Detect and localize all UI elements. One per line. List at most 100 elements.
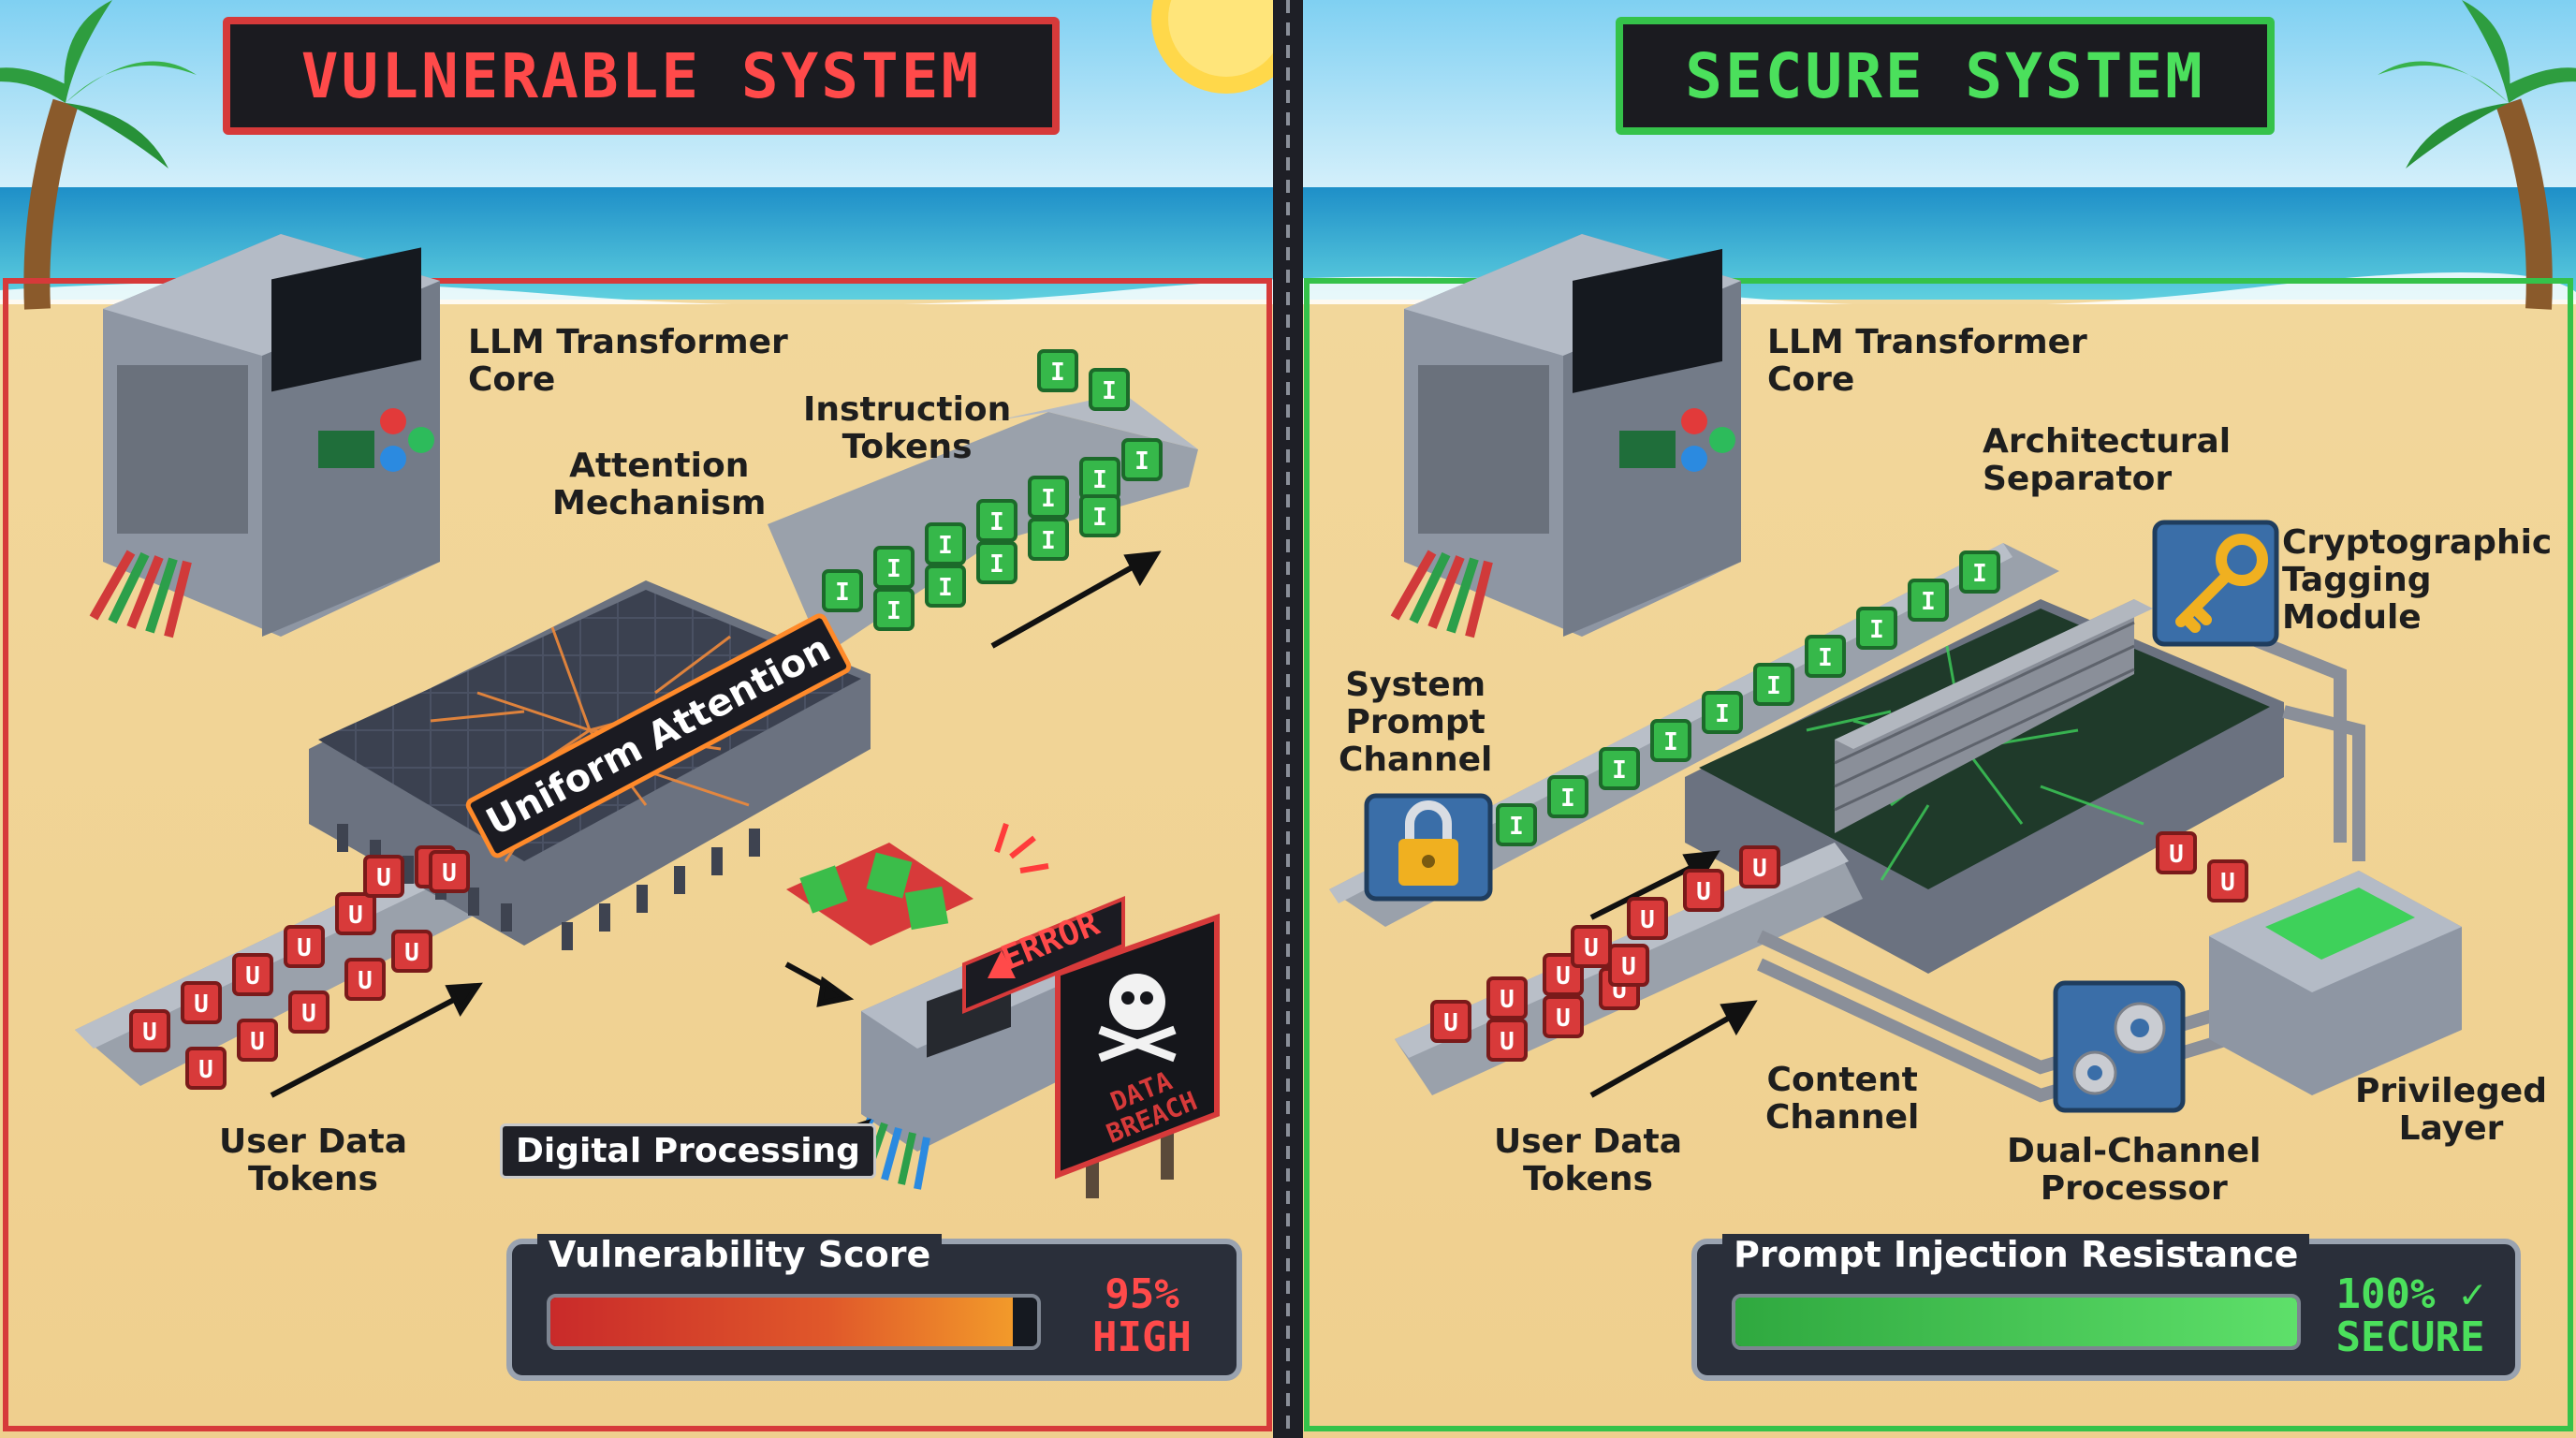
instruction-token: I — [1856, 607, 1897, 650]
instruction-token: I — [1547, 775, 1588, 818]
user-token: U — [344, 958, 386, 1001]
architectural-separator-label: Architectural Separator — [1983, 422, 2232, 498]
resistance-level: SECURE — [2335, 1313, 2485, 1361]
svg-text:I: I — [886, 597, 901, 625]
svg-text:U: U — [2169, 841, 2184, 869]
resistance-percent: 100% ✓ — [2335, 1270, 2485, 1318]
instruction-token: I — [976, 499, 1017, 542]
instruction-token: I — [976, 541, 1017, 584]
dual-channel-processor-label: Dual-Channel Processor — [2007, 1132, 2261, 1208]
user-data-tokens-label: User Data Tokens — [1494, 1123, 1683, 1198]
svg-text:U: U — [1752, 855, 1767, 883]
user-data-tokens-label: User Data Tokens — [219, 1123, 408, 1198]
instruction-token: I — [873, 546, 915, 589]
user-token: U — [429, 850, 470, 893]
svg-text:I: I — [1509, 813, 1524, 841]
vulnerable-system-title: VULNERABLE SYSTEM — [223, 17, 1060, 135]
svg-text:U: U — [1443, 1009, 1458, 1037]
user-token: U — [288, 990, 329, 1034]
lock-icon — [1364, 793, 1493, 902]
instruction-tokens-label: Instruction Tokens — [803, 390, 1012, 466]
svg-text:I: I — [1134, 448, 1149, 476]
sun-icon — [1151, 0, 1301, 94]
arrow-icon — [1589, 850, 1758, 1098]
user-token: U — [1486, 976, 1528, 1020]
svg-text:I: I — [989, 550, 1004, 579]
svg-text:U: U — [442, 859, 457, 888]
prompt-injection-resistance-label: Prompt Injection Resistance — [1722, 1234, 2310, 1275]
palm-tree-icon — [0, 0, 197, 310]
vulnerability-bar — [547, 1294, 1041, 1350]
instruction-token: I — [1037, 349, 1078, 392]
instruction-token: I — [1079, 494, 1120, 537]
svg-text:I: I — [1869, 616, 1884, 644]
vulnerability-score-value: 95% HIGH — [1067, 1273, 1217, 1359]
vulnerability-score-label: Vulnerability Score — [537, 1234, 943, 1275]
svg-text:I: I — [1050, 359, 1065, 387]
user-token: U — [232, 953, 273, 996]
instruction-token: I — [1079, 457, 1120, 500]
svg-text:I: I — [1663, 728, 1678, 756]
svg-text:I: I — [1715, 700, 1730, 728]
user-token: U — [2156, 831, 2197, 874]
svg-text:I: I — [989, 508, 1004, 536]
svg-text:U: U — [198, 1056, 213, 1084]
user-token: U — [185, 1047, 227, 1090]
resistance-score-value: 100% ✓ SECURE — [2312, 1273, 2509, 1359]
svg-text:I: I — [1092, 504, 1107, 532]
instruction-token: I — [822, 569, 863, 612]
svg-text:U: U — [301, 1000, 316, 1028]
svg-text:U: U — [1556, 962, 1571, 990]
warning-icon — [962, 896, 1125, 1014]
cryptographic-tagging-label: Cryptographic Tagging Module — [2282, 523, 2553, 637]
svg-text:U: U — [404, 939, 419, 967]
instruction-token: I — [1959, 550, 2000, 594]
instruction-token: I — [1121, 438, 1163, 481]
svg-text:U: U — [1621, 953, 1636, 981]
instruction-token: I — [1599, 747, 1640, 790]
user-token: U — [1608, 944, 1649, 987]
svg-text:U: U — [1500, 986, 1515, 1014]
server-icon — [89, 234, 440, 638]
svg-text:U: U — [358, 967, 373, 995]
user-token: U — [1430, 1000, 1471, 1043]
svg-text:I: I — [938, 574, 953, 602]
key-icon — [2152, 520, 2279, 647]
svg-text:U: U — [250, 1028, 265, 1056]
user-token: U — [1571, 925, 1612, 968]
user-token: U — [363, 855, 404, 898]
attention-mechanism-label: Attention Mechanism — [552, 447, 767, 522]
svg-text:U: U — [245, 962, 260, 990]
user-token: U — [129, 1009, 170, 1052]
system-prompt-channel-label: System Prompt Channel — [1339, 666, 1493, 779]
instruction-token: I — [1496, 803, 1537, 846]
svg-text:I: I — [835, 579, 850, 607]
svg-text:I: I — [1041, 485, 1056, 513]
svg-text:U: U — [1640, 906, 1655, 934]
user-token: U — [1739, 845, 1780, 888]
svg-text:U: U — [297, 934, 312, 962]
svg-text:I: I — [886, 555, 901, 583]
user-token: U — [2207, 859, 2248, 902]
content-channel-label: Content Channel — [1765, 1061, 1920, 1137]
server-icon — [1390, 234, 1741, 638]
skull-icon — [1098, 974, 1177, 1063]
user-token: U — [1543, 995, 1584, 1038]
svg-text:I: I — [938, 532, 953, 560]
instruction-token: I — [925, 522, 966, 565]
user-token: U — [391, 930, 432, 973]
svg-text:I: I — [1921, 588, 1936, 616]
svg-text:U: U — [1556, 1005, 1571, 1033]
digital-processing-label: Digital Processing — [500, 1123, 876, 1179]
svg-text:U: U — [194, 990, 209, 1019]
svg-text:U: U — [348, 902, 363, 930]
user-token: U — [1683, 869, 1724, 912]
instruction-token: I — [1908, 579, 1949, 622]
svg-text:I: I — [1766, 672, 1781, 700]
svg-text:I: I — [1612, 756, 1627, 785]
user-token: U — [237, 1019, 278, 1062]
resistance-bar — [1732, 1294, 2301, 1350]
svg-text:U: U — [376, 864, 391, 892]
llm-core-label: LLM Transformer Core — [1767, 323, 2087, 399]
